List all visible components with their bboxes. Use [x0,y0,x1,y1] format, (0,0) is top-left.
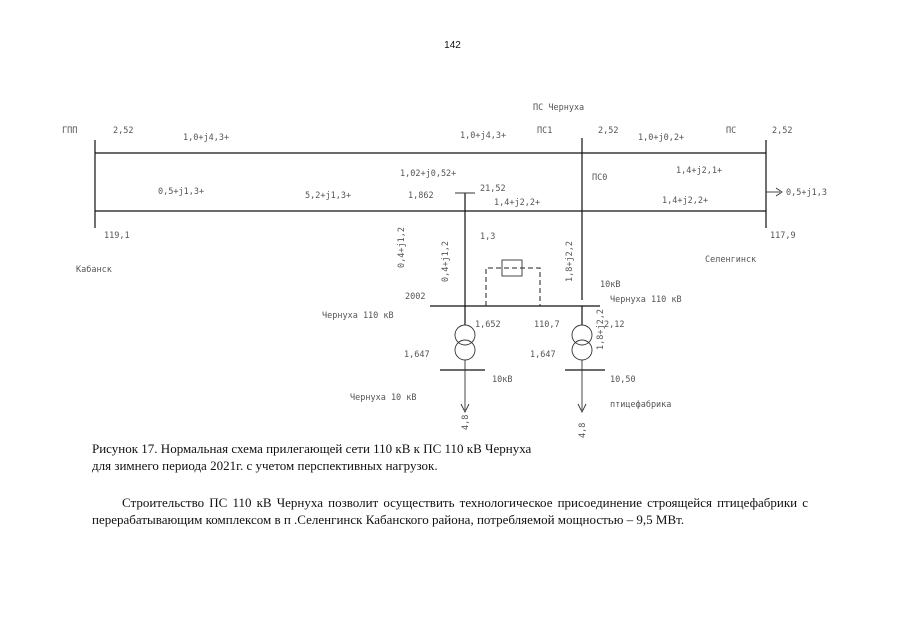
label-line1-left: 1,0+j4,3+ [183,133,229,143]
label-low-left-vert: 4,8 [461,415,471,430]
label-line2-right-mid: 1,4+j2,2+ [662,196,708,206]
label-left-top-node: ГПП [62,126,77,136]
label-low-right-name: птицефабрика [610,399,671,410]
label-left-bot-name: Кабанск [76,264,112,275]
label-sub-right-top: 10кВ [600,280,620,290]
transformer-left-bot [454,339,476,361]
label-low-right-val: 10,50 [610,375,636,385]
label-sub-right-name: Чернуха 110 кВ [610,295,682,305]
low-right-arrow [577,403,587,414]
label-right-top-val: 2,52 [772,126,792,136]
label-node-val-2: 21,52 [480,184,506,194]
load-arrow-head [775,187,783,197]
label-right-bot-name: Селенгинск [705,255,756,265]
label-load-right: 0,5+j1,3 [786,188,827,198]
label-pc: ПС0 [592,173,607,183]
label-line2-mid: 5,2+j1,3+ [305,191,351,201]
low-left-arrow [460,403,470,414]
label-sub-left-name: Чернуха 110 кВ [322,311,394,321]
transformer-right-top [571,324,593,346]
label-line2-left: 0,5+j1,3+ [158,187,204,197]
label-top-center: ПС Чернуха [533,103,584,113]
label-line1-mid: 1,0+j4,3+ [460,131,506,141]
label-sub-mid-val: 110,7 [534,320,560,330]
label-trans-left-val: 1,647 [404,350,430,360]
label-line2-right-top: 1,4+j2,1+ [676,166,722,176]
label-sub-left-top: 2002 [405,292,425,302]
label-vert-left-1: 0,4+j1,2 [397,227,407,268]
caption-line-1: Рисунок 17. Нормальная схема прилегающей… [92,441,532,456]
label-line1-right: 1,0+j0,2+ [638,133,684,143]
page-number: 142 [444,40,461,51]
caption-line-2: для зимнего периода 2021г. с учетом перс… [92,458,438,473]
label-low-right-vert: 4,8 [578,423,588,438]
label-vert-right-2: 1,8+j2,2 [596,309,606,350]
label-right-bot-val: 117,9 [770,231,796,241]
label-low-left-name: Чернуха 10 кВ [350,393,417,403]
label-vert-right-1: 1,8+j2,2 [565,241,575,282]
label-right-top-node: ПС [726,126,736,136]
label-sub-right-val: 2,12 [604,320,624,330]
body-paragraph: Строительство ПС 110 кВ Чернуха позволит… [92,495,808,527]
label-vert-left-2: 0,4+j1,2 [441,241,451,282]
sectional-breaker-dashed [485,267,541,306]
figure-caption: Рисунок 17. Нормальная схема прилегающей… [92,440,792,474]
label-sub-left-val: 1,652 [475,320,501,330]
label-bus2-mid: 1,02+j0,52+ [400,169,456,179]
label-low-left-bus: 10кВ [492,375,512,385]
label-vert-mid-top: 1,3 [480,232,495,242]
label-line2-mid2: 1,4+j2,2+ [494,198,540,208]
transformer-left-top [454,324,476,346]
label-trans-right-val: 1,647 [530,350,556,360]
label-left-bot-val: 119,1 [104,231,130,241]
label-mid-top-node: ПС1 [537,126,552,136]
label-left-top-val: 2,52 [113,126,133,136]
label-mid-top-val: 2,52 [598,126,618,136]
sectional-breaker-box [501,259,523,277]
label-node-val-1: 1,862 [408,191,434,201]
transformer-right-bot [571,339,593,361]
